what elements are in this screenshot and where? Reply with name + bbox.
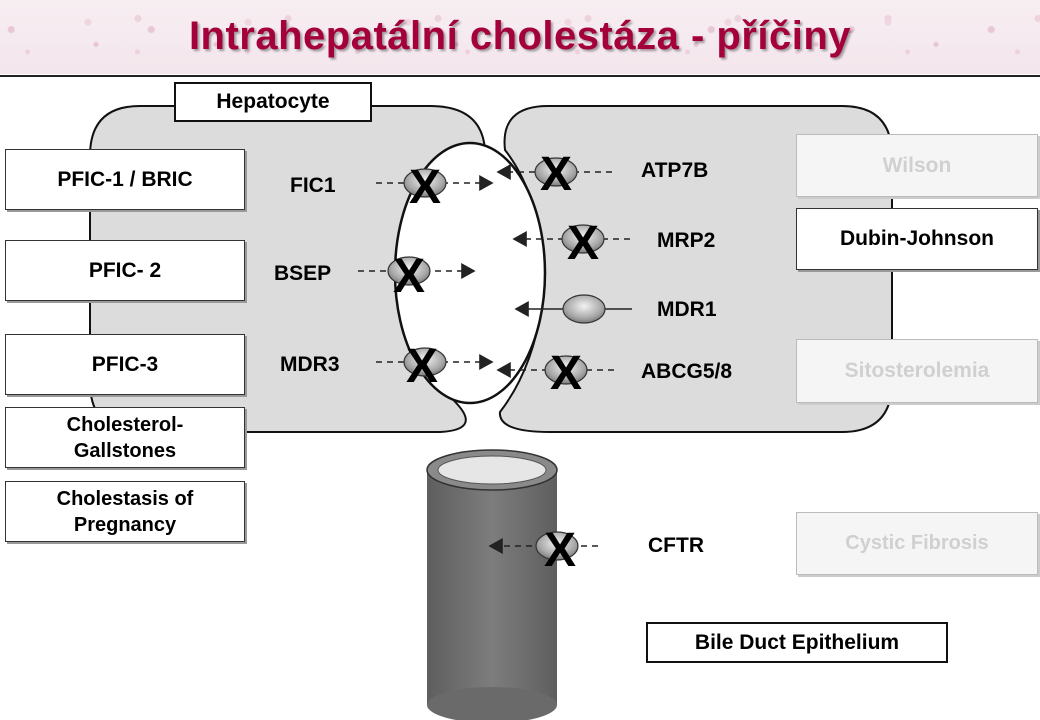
atp7b-block-icon: X [540,148,572,201]
mdr1-transporter [562,294,606,324]
transporter-label-mrp2: MRP2 [657,229,716,252]
disease-sitosterolemia: Sitosterolemia [796,339,1038,403]
bile-duct-body [427,470,557,705]
block-markers: X X X X X X X [393,148,599,577]
atp7b-transporter [534,157,578,187]
disease-dubin-johnson: Dubin-Johnson [796,208,1038,270]
transporter-label-fic1: FIC1 [290,174,336,197]
disease-pfic1-bric: PFIC-1 / BRIC [5,149,245,210]
title-divider [0,75,1040,77]
bile-duct-lumen [437,455,547,485]
disease-cholestasis-of-pregnancy: Cholestasis of Pregnancy [5,481,245,542]
transporter-label-abcg58: ABCG5/8 [641,360,733,383]
hepatocyte-label: Hepatocyte [174,82,372,122]
transporter-label-mdr3: MDR3 [280,353,340,376]
mdr3-block-icon: X [406,340,438,393]
bsep-block-icon: X [393,250,425,303]
cftr-transporter [535,531,579,561]
disease-wilson: Wilson [796,134,1038,197]
abcg58-transporter [544,355,588,385]
disease-pfic3: PFIC-3 [5,334,245,395]
cftr-block-icon: X [544,524,576,577]
transporter-label-atp7b: ATP7B [641,159,709,182]
page-title: Intrahepatální cholestáza - příčiny [188,14,852,58]
bile-duct-bottom [427,687,557,720]
mrp2-transporter [561,224,605,254]
mdr3-transporter [403,347,447,377]
mrp2-block-icon: X [567,217,599,270]
header-band [0,0,1040,74]
transporter-label-cftr: CFTR [648,534,704,557]
disease-pfic2: PFIC- 2 [5,240,245,301]
bsep-transporter [387,256,431,286]
transporter-label-mdr1: MDR1 [657,298,717,321]
fic1-block-icon: X [409,161,441,214]
disease-cholesterol-gallstones: Cholesterol- Gallstones [5,407,245,468]
transporter-ovals [387,157,606,561]
fic1-transporter [403,168,447,198]
disease-cystic-fibrosis: Cystic Fibrosis [796,512,1038,575]
transporter-label-bsep: BSEP [274,262,332,285]
bile-duct-epithelium-label: Bile Duct Epithelium [646,622,948,663]
abcg58-block-icon: X [550,347,582,400]
